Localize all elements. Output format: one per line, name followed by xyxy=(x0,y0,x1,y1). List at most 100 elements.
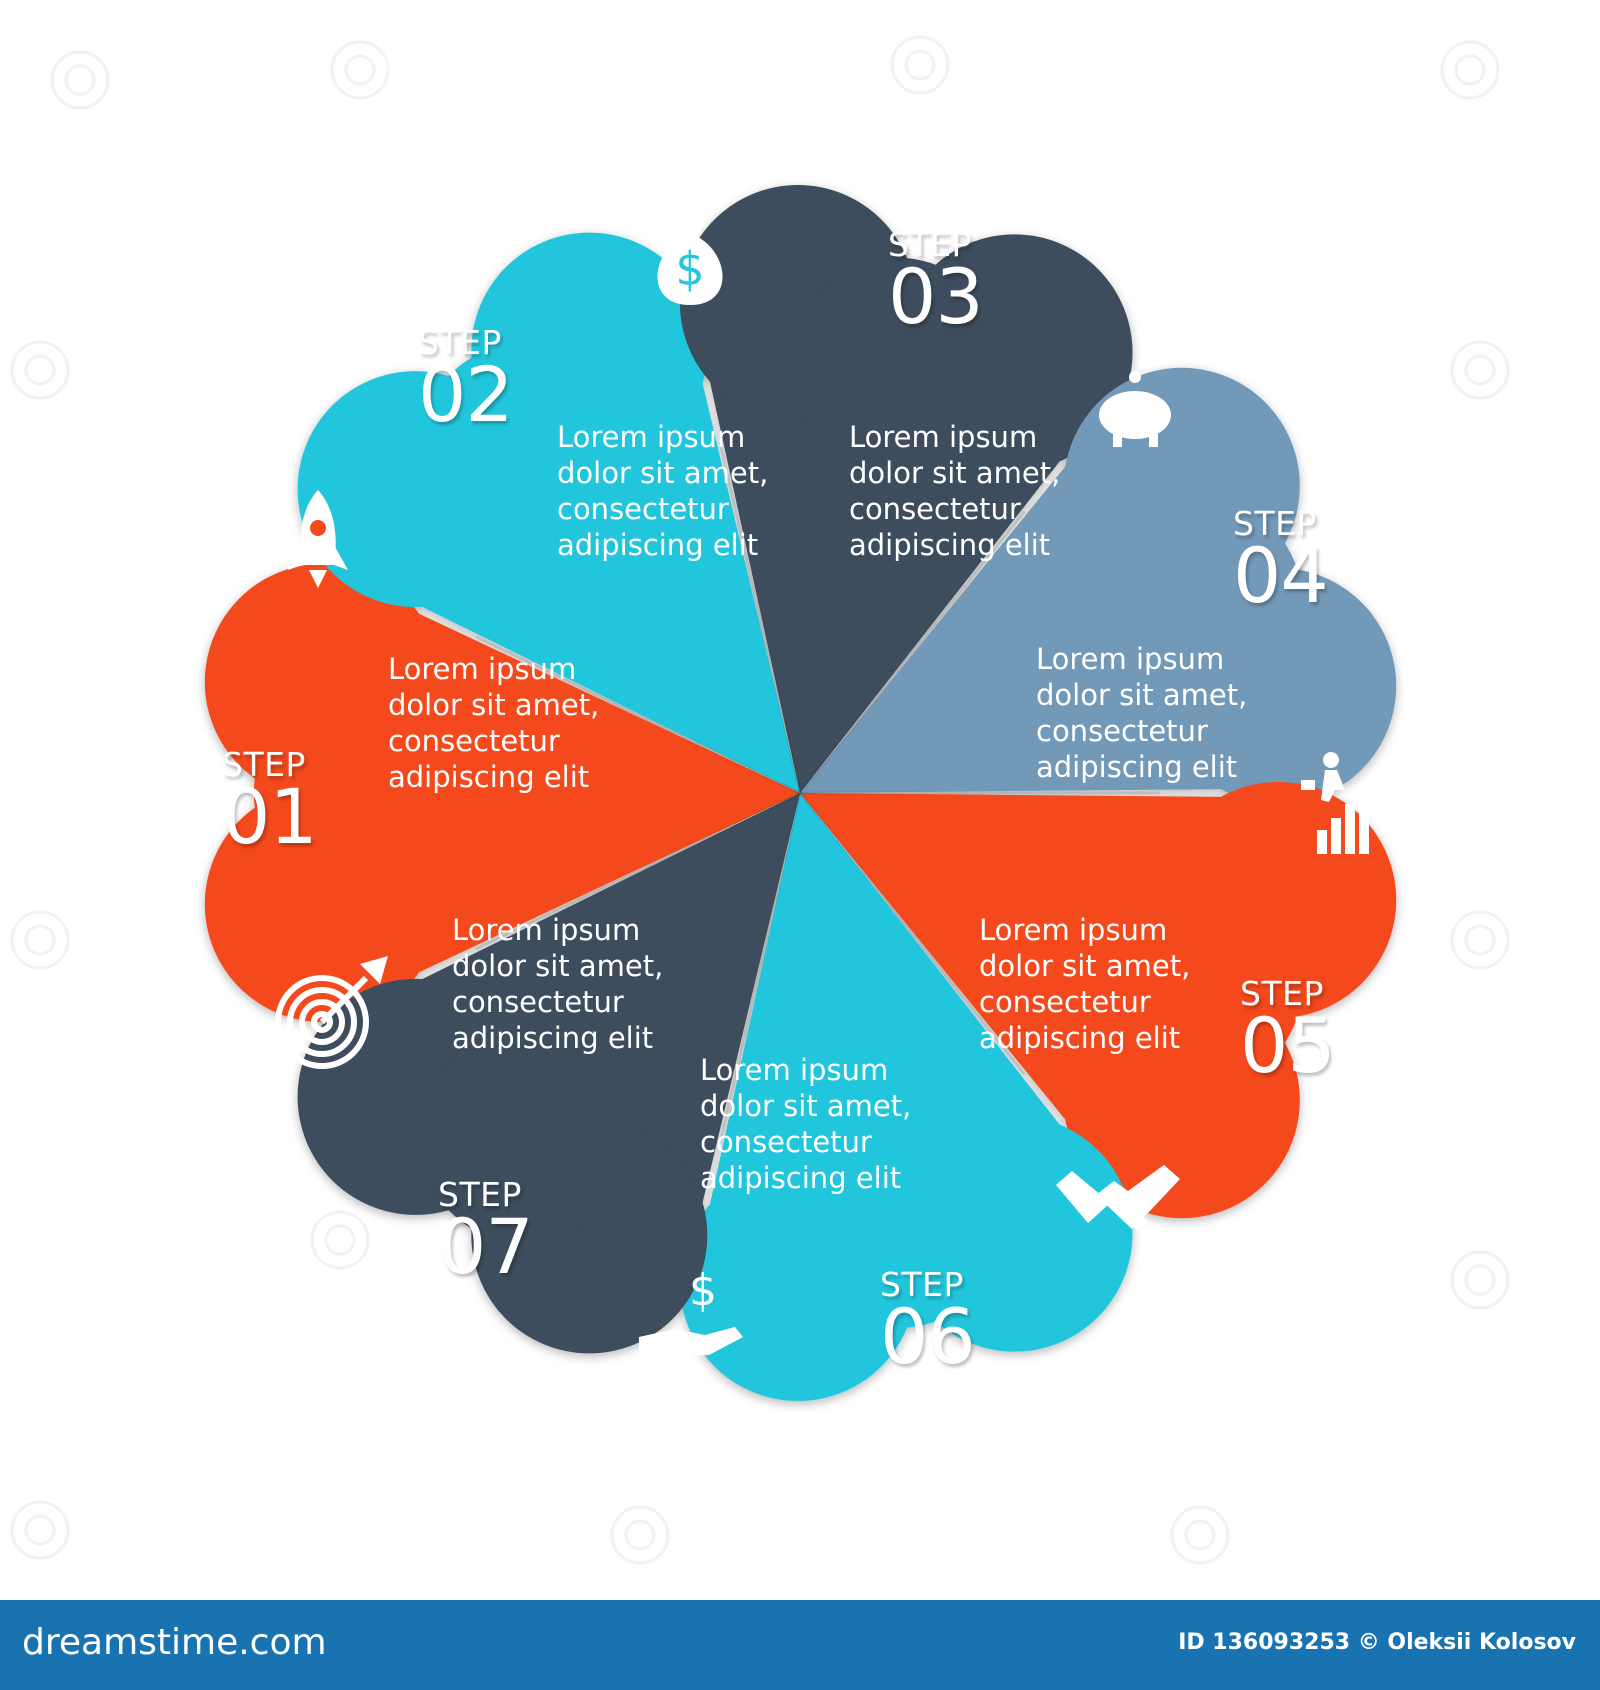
watermark-logo-icon xyxy=(64,64,96,96)
petal-diagram: $$ xyxy=(10,35,1510,1565)
watermark-logo-icon xyxy=(344,54,376,86)
petal-core-03 xyxy=(791,257,1005,471)
fold-line xyxy=(718,441,802,794)
step-03-line-1: Lorem ipsum xyxy=(849,420,1038,454)
watermark-group xyxy=(10,35,1510,1565)
watermark-logo-icon xyxy=(330,40,390,100)
watermark-logo-icon xyxy=(1464,924,1496,956)
growth-chart-icon xyxy=(1301,752,1369,854)
rocket-icon xyxy=(288,490,348,588)
step-02-label: STEP 02 xyxy=(418,323,514,433)
step-01-text: Lorem ipsum dolor sit amet, consectetur … xyxy=(388,651,618,795)
step-05-word: STEP xyxy=(1240,974,1324,1013)
step-05-number: 05 xyxy=(1240,1001,1336,1090)
step-07-word: STEP xyxy=(438,1175,522,1214)
money-bag-icon: $ xyxy=(657,223,723,305)
step-07-line-1: Lorem ipsum xyxy=(452,913,641,947)
watermark-logo-icon xyxy=(1450,340,1510,400)
chart-bar xyxy=(1317,830,1327,854)
watermark-logo-icon xyxy=(1450,910,1510,970)
watermark-logo-icon xyxy=(890,35,950,95)
step-01-line-1: Lorem ipsum xyxy=(388,652,577,686)
step-03-number: 03 xyxy=(888,252,984,341)
step-02-word: STEP xyxy=(418,323,502,362)
step-06-number: 06 xyxy=(880,1292,976,1381)
step-02-line-4: adipiscing elit xyxy=(557,528,759,562)
arrow-fletching xyxy=(360,956,388,984)
step-02-line-3: consectetur xyxy=(557,492,729,526)
dollar-symbol: $ xyxy=(689,1265,717,1316)
petals-group xyxy=(204,185,1397,1401)
step-04-text: Lorem ipsum dolor sit amet, consectetur … xyxy=(1036,641,1266,785)
bag-body xyxy=(657,237,723,305)
step-05-text: Lorem ipsum dolor sit amet, consectetur … xyxy=(979,912,1209,1056)
petal-core-07 xyxy=(419,1030,632,1244)
target-ring xyxy=(275,975,369,1069)
watermark-logo-icon xyxy=(10,910,70,970)
rocket-window xyxy=(310,520,326,536)
step-04-line-1: Lorem ipsum xyxy=(1036,642,1225,676)
petal-core-02 xyxy=(419,342,632,556)
step-07-line-3: consectetur xyxy=(452,985,624,1019)
watermark-logo-icon xyxy=(50,50,110,110)
step-03-line-3: consectetur xyxy=(849,492,1021,526)
petal-step-02 xyxy=(297,232,800,793)
watermark-logo-icon xyxy=(10,340,70,400)
watermark-logo-icon xyxy=(24,1514,56,1546)
piggy-body xyxy=(1099,391,1171,439)
step-07-text: Lorem ipsum dolor sit amet, consectetur … xyxy=(452,912,682,1056)
fold-line xyxy=(718,792,802,1145)
watermark-logo-icon xyxy=(1450,1250,1510,1310)
open-hand xyxy=(639,1327,743,1357)
rocket-fins xyxy=(288,545,348,570)
target-ring xyxy=(311,1011,333,1033)
step-01-number: 01 xyxy=(222,772,318,861)
petal-core-04 xyxy=(1090,495,1303,709)
step-01-label: STEP 01 xyxy=(222,748,318,861)
rocket-flame xyxy=(309,570,327,588)
watermark-logo-icon xyxy=(1440,40,1500,100)
step-07-number: 07 xyxy=(438,1202,534,1291)
briefcase xyxy=(1301,780,1315,790)
step-07-line-4: adipiscing elit xyxy=(452,1021,654,1055)
step-04-word: STEP xyxy=(1233,504,1317,543)
step-06-line-4: adipiscing elit xyxy=(700,1161,902,1195)
watermark-logo-icon xyxy=(904,49,936,81)
step-07-label: STEP 07 xyxy=(438,1175,534,1291)
step-03-line-2: dolor sit amet, xyxy=(849,456,1061,490)
fold-line xyxy=(798,792,1026,1076)
watermark-logo-icon xyxy=(1464,354,1496,386)
petal-core-06 xyxy=(791,1115,1005,1329)
diagram-canvas: $$ xyxy=(10,35,1510,1565)
step-04-label: STEP 04 xyxy=(1233,504,1329,614)
watermark-logo-icon xyxy=(24,354,56,386)
step-04-line-4: adipiscing elit xyxy=(1036,750,1238,784)
target-ring xyxy=(299,999,345,1045)
step-03-word: STEP xyxy=(888,225,972,264)
target-icon xyxy=(275,956,388,1069)
footer-brand[interactable]: dreamstime.com xyxy=(22,1622,327,1663)
petal-core-05 xyxy=(1090,877,1303,1091)
hand xyxy=(1139,343,1181,369)
step-05-line-2: dolor sit amet, xyxy=(979,949,1191,983)
step-02-line-2: dolor sit amet, xyxy=(557,456,769,490)
target-ring xyxy=(287,987,357,1057)
piggy-leg xyxy=(1149,433,1158,447)
piggy-bank-icon xyxy=(1099,343,1181,447)
watermark-logo-icon xyxy=(324,1224,356,1256)
watermark-logo-icon xyxy=(10,1500,70,1560)
step-06-line-3: consectetur xyxy=(700,1125,872,1159)
chart-bar xyxy=(1331,818,1341,854)
step-05-line-1: Lorem ipsum xyxy=(979,913,1168,947)
coin xyxy=(1129,371,1141,383)
step-06-label: STEP 06 xyxy=(880,1265,976,1381)
runner-body xyxy=(1321,770,1345,802)
step-01-line-3: consectetur xyxy=(388,724,560,758)
step-01-line-4: adipiscing elit xyxy=(388,760,590,794)
step-04-line-3: consectetur xyxy=(1036,714,1208,748)
petal-step-03 xyxy=(679,185,1133,793)
step-03-label: STEP 03 xyxy=(888,225,984,341)
petal-core-01 xyxy=(253,686,467,900)
step-06-word: STEP xyxy=(880,1265,964,1304)
petal-step-07 xyxy=(297,793,800,1354)
